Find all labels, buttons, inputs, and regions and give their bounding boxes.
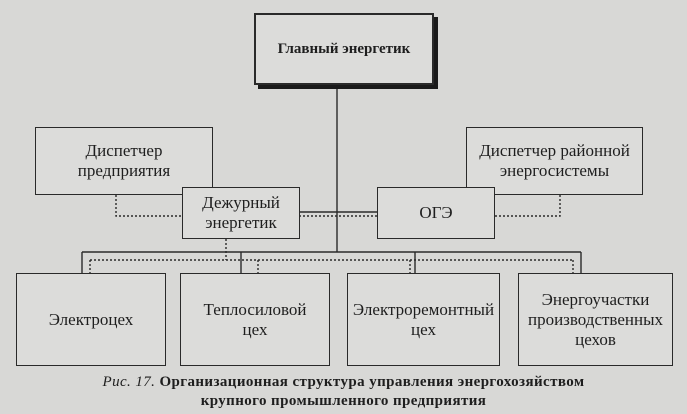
box-label: предприятия xyxy=(77,161,171,180)
box-electro-shop: Электроцех xyxy=(16,273,166,366)
box-electro-repair-shop: Электроремонтный цех xyxy=(347,273,500,366)
box-regional-dispatcher: Диспетчер районной энергосистемы xyxy=(466,127,643,195)
box-heat-power-shop: Теплосиловой цех xyxy=(180,273,330,366)
box-label: Энергоучастки xyxy=(541,289,650,309)
box-label: Главный энергетик xyxy=(277,41,411,57)
box-label: цех xyxy=(411,319,436,339)
box-label: Электроцех xyxy=(48,309,134,329)
caption-text: Организационная структура управления эне… xyxy=(159,374,585,390)
box-production-energy-sections: Энергоучастки производственных цехов xyxy=(518,273,673,366)
box-label: энергетик xyxy=(205,213,277,232)
box-enterprise-dispatcher: Диспетчер предприятия xyxy=(35,127,213,195)
figure-caption-line2: крупного промышленного предприятия xyxy=(0,393,687,410)
box-oge: ОГЭ xyxy=(377,187,495,239)
box-label: энергосистемы xyxy=(499,161,610,180)
box-chief-power-engineer: Главный энергетик xyxy=(254,13,434,85)
box-label: ОГЭ xyxy=(419,203,453,222)
box-label: Диспетчер районной xyxy=(479,141,630,160)
box-label: Дежурный xyxy=(202,193,280,212)
box-duty-engineer: Дежурный энергетик xyxy=(182,187,300,239)
caption-text: крупного промышленного предприятия xyxy=(200,393,487,409)
box-label: цехов xyxy=(575,329,616,349)
figure-caption-line1: Рис. 17. Организационная структура управ… xyxy=(0,374,687,391)
box-label: Теплосиловой xyxy=(203,299,307,319)
box-label: Электроремонтный xyxy=(352,299,495,319)
box-label: производственных xyxy=(527,309,664,329)
box-label: цех xyxy=(242,319,268,339)
figure-number: Рис. 17. xyxy=(102,374,156,390)
box-label: Диспетчер xyxy=(85,141,163,160)
